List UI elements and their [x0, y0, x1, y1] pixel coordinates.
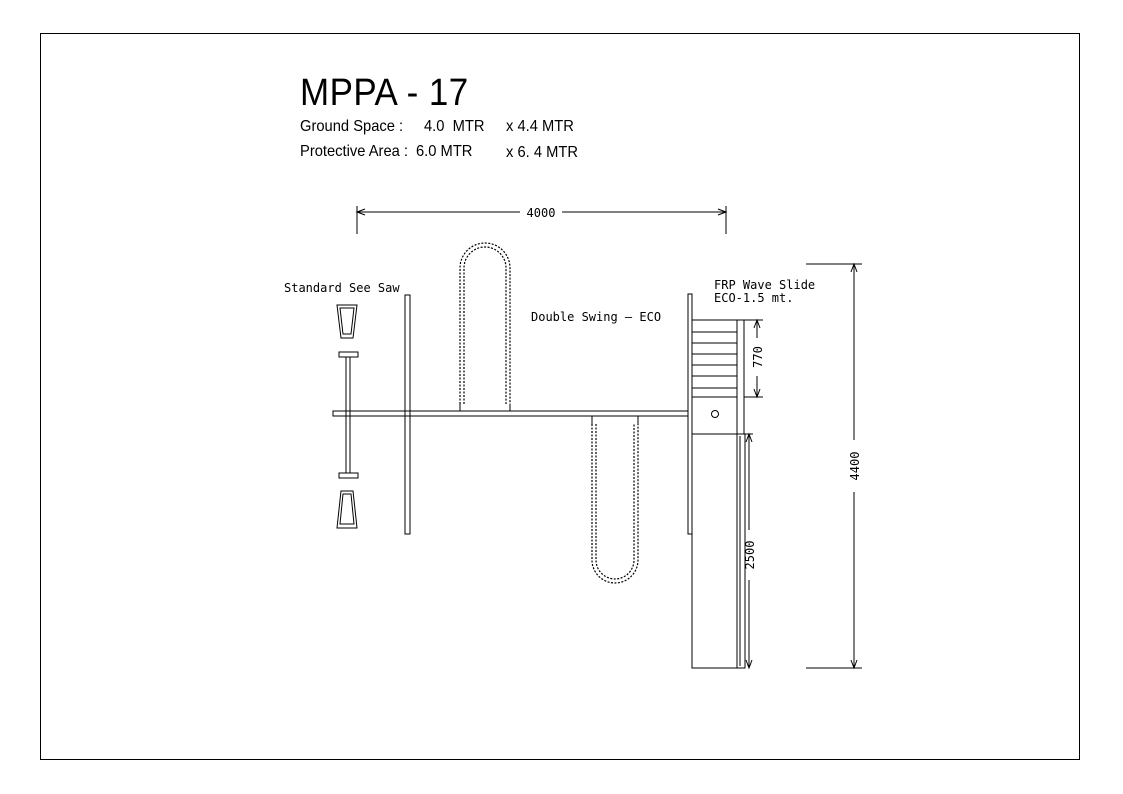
drawing-border — [40, 33, 1080, 760]
slide-length-dimension — [745, 432, 753, 670]
overall-width-value: 4000 — [527, 206, 556, 220]
protective-area-length: x 6. 4 MTR — [506, 144, 578, 161]
ground-space-label: Ground Space : — [300, 118, 404, 135]
slide-label-line2: ECO-1.5 mt. — [714, 291, 793, 305]
tower-post — [687, 293, 693, 535]
swing-beam — [332, 410, 689, 417]
see-saw-rail — [404, 294, 411, 535]
see-saw — [336, 304, 359, 529]
width-dimension — [355, 206, 728, 234]
slide-label-line1: FRP Wave Slide — [714, 278, 815, 292]
platform-ladder — [691, 319, 745, 435]
platform-height-value: 770 — [751, 346, 765, 368]
drawing-title: MPPA - 17 — [300, 72, 469, 114]
protective-area-label: Protective Area : — [300, 143, 408, 160]
lower-swing-chain — [591, 424, 639, 584]
platform-height-dimension — [744, 318, 763, 399]
double-swing-label: Double Swing – ECO — [531, 310, 661, 324]
slide-length-value: 2500 — [743, 541, 757, 570]
ground-space-width: 4.0 MTR — [424, 118, 485, 135]
upper-swing-chain — [459, 242, 511, 404]
length-dimension — [806, 262, 862, 670]
see-saw-label: Standard See Saw — [284, 281, 400, 295]
overall-length-value: 4400 — [848, 452, 862, 481]
wave-slide — [691, 433, 746, 669]
ground-space-length: x 4.4 MTR — [506, 118, 574, 135]
protective-area-width: 6.0 MTR — [416, 143, 473, 160]
